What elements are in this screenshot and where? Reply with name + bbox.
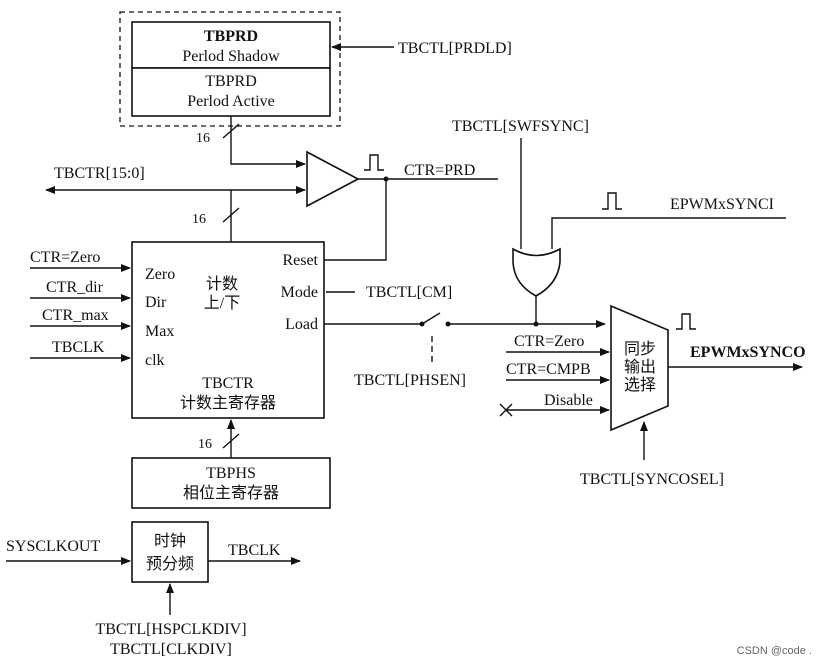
counter-register xyxy=(131,241,325,419)
phase-name: TBPHS xyxy=(206,465,256,482)
syncout-label: EPWMxSYNCO xyxy=(690,344,806,361)
input-ctr-dir-label: CTR_dir xyxy=(46,279,104,296)
counter-port-reset: Reset xyxy=(282,252,318,269)
syncout-pulse-icon xyxy=(676,313,696,330)
tbclk-out-label: TBCLK xyxy=(228,542,281,559)
counter-center-line2: 上/下 xyxy=(204,294,240,312)
counter-name: TBCTR xyxy=(202,375,254,392)
or-gate xyxy=(512,247,561,297)
input-ctr-zero-label: CTR=Zero xyxy=(30,249,100,266)
hspclkdiv-label: TBCTL[HSPCLKDIV] xyxy=(95,621,246,638)
counter-port-max: Max xyxy=(145,323,174,340)
counter-port-mode: Mode xyxy=(281,284,318,301)
period-bus-line xyxy=(230,116,306,168)
sync-output-mux xyxy=(610,304,669,432)
counter-center-line1: 计数 xyxy=(206,275,238,293)
mux-input-disable-label: Disable xyxy=(544,392,593,409)
period-shadow-register xyxy=(131,21,331,69)
prdld-label: TBCTL[PRDLD] xyxy=(398,40,512,57)
input-tbclk-label: TBCLK xyxy=(52,339,105,356)
input-ctr-max-label: CTR_max xyxy=(42,307,109,324)
disable-x-mark xyxy=(499,403,513,417)
prescaler-line2: 预分频 xyxy=(146,555,194,573)
syncin-line xyxy=(551,217,786,249)
counter-port-dir: Dir xyxy=(145,294,167,311)
counter-desc: 计数主寄存器 xyxy=(180,394,276,412)
mux-line3: 选择 xyxy=(624,376,656,394)
ctr-prd-to-reset xyxy=(322,179,387,261)
mux-line2: 输出 xyxy=(624,358,656,376)
period-bus-width: 16 xyxy=(196,131,210,146)
sysclkout-label: SYSCLKOUT xyxy=(6,538,100,555)
clkdiv-label: TBCTL[CLKDIV] xyxy=(110,641,232,658)
clock-prescaler xyxy=(131,521,209,583)
tbctr-bus-slash xyxy=(222,207,240,223)
phase-register xyxy=(131,457,331,509)
phsen-switch-blade xyxy=(421,312,441,325)
phase-bus-width: 16 xyxy=(198,437,212,452)
mux-line1: 同步 xyxy=(624,340,656,358)
comparator xyxy=(306,150,360,208)
phase-desc: 相位主寄存器 xyxy=(183,484,279,502)
period-shadow-subtitle: Perlod Shadow xyxy=(182,48,280,65)
phsen-label: TBCTL[PHSEN] xyxy=(354,372,466,389)
period-shadow-title: TBPRD xyxy=(204,28,258,45)
mux-input-ctr-cmpb-label: CTR=CMPB xyxy=(506,361,591,378)
syncin-pulse-icon xyxy=(602,192,622,210)
syncin-label: EPWMxSYNCI xyxy=(670,196,774,213)
period-active-subtitle: Perlod Active xyxy=(187,93,275,110)
phase-bus-slash xyxy=(222,433,240,449)
syncosel-label: TBCTL[SYNCOSEL] xyxy=(580,471,724,488)
period-bus-slash xyxy=(222,123,240,139)
ctr-prd-pulse-icon xyxy=(364,154,384,171)
period-active-register xyxy=(131,67,331,117)
tbctr-bus-label: TBCTR[15:0] xyxy=(54,165,145,182)
watermark: CSDN @code . xyxy=(737,645,812,657)
counter-port-load: Load xyxy=(285,316,318,333)
sync-junction xyxy=(533,321,539,327)
ctr-prd-junction xyxy=(383,176,389,182)
ctr-prd-label: CTR=PRD xyxy=(404,162,475,179)
counter-port-clk: clk xyxy=(145,352,165,369)
period-register-group-border xyxy=(119,11,341,127)
prescaler-line1: 时钟 xyxy=(154,532,186,550)
cm-label: TBCTL[CM] xyxy=(366,284,452,301)
counter-port-zero: Zero xyxy=(145,266,175,283)
period-active-title: TBPRD xyxy=(205,73,257,90)
swfsync-label: TBCTL[SWFSYNC] xyxy=(452,118,589,135)
mux-input-ctr-zero-label: CTR=Zero xyxy=(514,333,584,350)
tbctr-bus-width: 16 xyxy=(192,212,206,227)
